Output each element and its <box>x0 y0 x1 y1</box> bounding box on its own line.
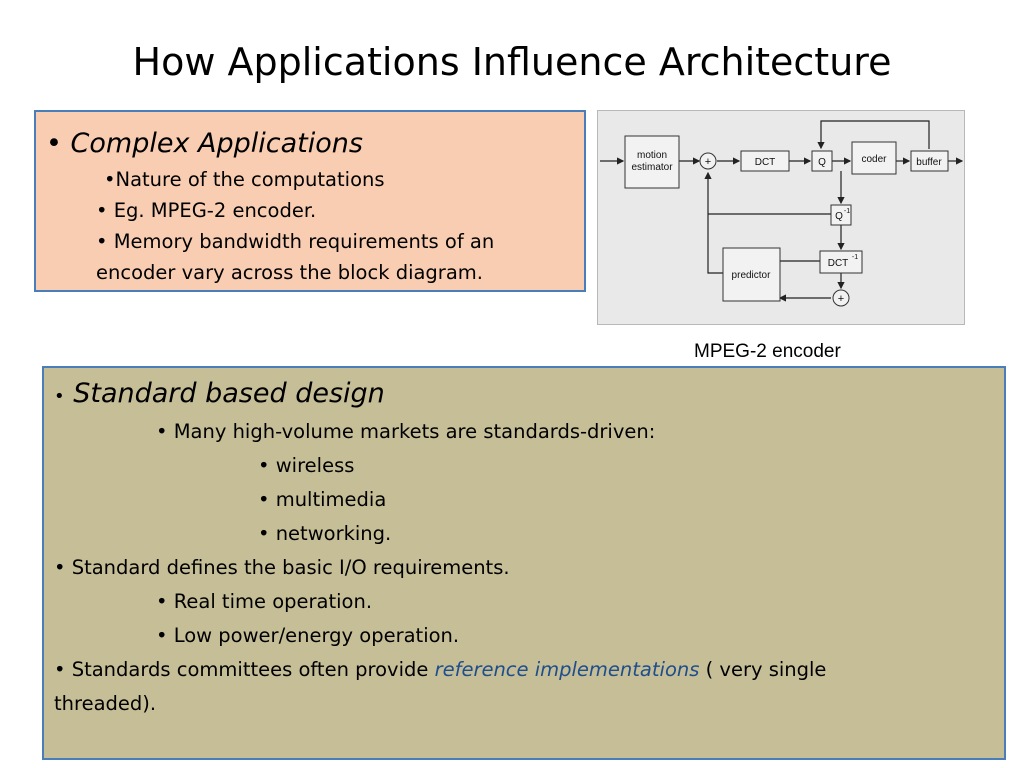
coder-label: coder <box>861 154 887 165</box>
bullet-committees: • Standards committees often provide ref… <box>54 655 826 685</box>
standard-based-design-box: • Standard based design • Many high-volu… <box>42 366 1006 760</box>
complex-applications-box: • Complex Applications •Nature of the co… <box>34 110 586 292</box>
sum-node-bottom <box>832 289 850 307</box>
q-label: Q <box>818 157 826 168</box>
bullet-wireless: • wireless <box>258 454 355 477</box>
dct-block <box>740 150 790 172</box>
bullet-markets: • Many high-volume markets are standards… <box>156 420 656 443</box>
diagram-caption: MPEG-2 encoder <box>694 341 841 362</box>
predictor-label: predictor <box>732 270 772 281</box>
rate-control-arrow <box>817 120 930 150</box>
motion-estimator-block <box>624 135 680 189</box>
buffer-block <box>910 150 949 172</box>
diagram-svg: motion estimator DCT Q coder buffer Q -1… <box>600 120 964 307</box>
q-inverse-label: Q <box>835 211 843 222</box>
dct-inverse-sup: -1 <box>852 254 858 261</box>
predictor-to-sum-arrow <box>704 171 723 274</box>
bullet-committees-cont: threaded). <box>54 692 157 715</box>
slide-title: How Applications Influence Architecture <box>132 40 892 84</box>
bullet-memory-bandwidth: • Memory bandwidth requirements of an <box>96 230 495 253</box>
dct-label: DCT <box>755 157 776 168</box>
sum-node-top <box>699 152 717 170</box>
bullet-real-time: • Real time operation. <box>156 590 373 613</box>
bullet-standard-defines: • Standard defines the basic I/O require… <box>54 556 510 579</box>
bullet-multimedia: • multimedia <box>258 488 387 511</box>
bullet-mpeg2: • Eg. MPEG-2 encoder. <box>96 199 317 222</box>
reference-implementations-text: reference implementations <box>434 658 700 681</box>
committees-prefix: • Standards committees often provide <box>54 658 435 681</box>
bullet-low-power: • Low power/energy operation. <box>156 624 460 647</box>
heading-text: Complex Applications <box>70 128 363 159</box>
standard-based-design-heading: • Standard based design <box>54 376 385 415</box>
committees-suffix: ( very single <box>699 658 827 681</box>
bullet-networking: • networking. <box>258 522 392 545</box>
buffer-label: buffer <box>916 157 942 168</box>
q-inverse-sup: -1 <box>844 208 850 215</box>
coder-block <box>851 141 897 175</box>
heading-bullet: • <box>54 386 65 407</box>
bullet-nature: •Nature of the computations <box>104 168 385 191</box>
dct-inverse-block <box>819 250 863 274</box>
heading-bullet: • <box>46 128 62 159</box>
q-block <box>811 150 833 172</box>
sum-top-label: + <box>705 156 711 168</box>
mpeg2-block-diagram: motion estimator DCT Q coder buffer Q -1… <box>597 110 965 325</box>
heading-text: Standard based design <box>73 378 385 409</box>
complex-applications-heading: • Complex Applications <box>46 126 363 162</box>
predictor-block <box>722 247 781 302</box>
dct-inverse-label: DCT <box>828 258 849 269</box>
motion-label: motion <box>637 150 667 161</box>
estimator-label: estimator <box>631 162 673 173</box>
q-inverse-block <box>830 204 852 226</box>
bullet-memory-bandwidth-cont: encoder vary across the block diagram. <box>96 261 483 284</box>
sum-bottom-label: + <box>838 293 844 305</box>
